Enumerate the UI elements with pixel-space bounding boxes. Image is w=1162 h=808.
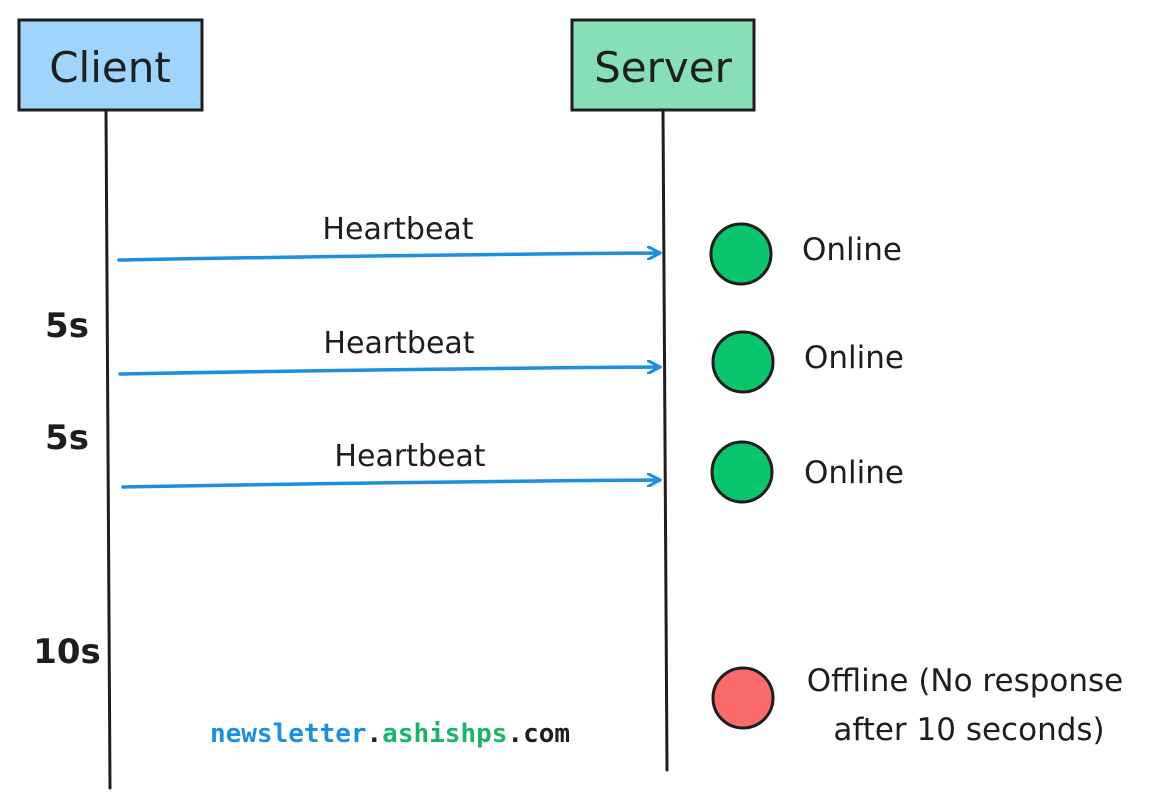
status-online: Online (711, 330, 904, 394)
footer-url: newsletter.ashishps.com (210, 719, 570, 749)
client-label: Client (49, 43, 171, 92)
client-actor: Client (17, 18, 204, 112)
footer-part-newsletter: newsletter (210, 719, 367, 749)
status-offline: Offline (No response after 10 seconds) (711, 663, 1123, 748)
online-status-dot (711, 330, 775, 394)
server-actor: Server (570, 18, 756, 112)
status-label-line2: after 10 seconds) (833, 712, 1104, 748)
message-arrow (117, 253, 662, 262)
time-label: 5s (45, 306, 89, 346)
footer-part-com: com (523, 719, 570, 749)
status-label-line1: Offline (No response (807, 663, 1123, 699)
server-lifeline (661, 108, 669, 772)
status-online: Online (710, 440, 904, 504)
message-label: Heartbeat (334, 439, 485, 474)
time-label: 5s (45, 418, 89, 458)
time-label: 10s (33, 632, 101, 672)
offline-status-dot (711, 666, 775, 730)
client-box (17, 18, 204, 112)
client-lifeline (104, 108, 112, 790)
status-label: Online (802, 232, 902, 268)
footer-dot: . (367, 719, 383, 749)
server-label: Server (594, 43, 732, 92)
footer-part-ashishps: ashishps (382, 719, 507, 749)
message-label: Heartbeat (322, 212, 473, 247)
message-arrow (118, 367, 662, 376)
message-label: Heartbeat (323, 326, 474, 361)
heartbeat-message: Heartbeat (118, 326, 662, 376)
status-label: Online (804, 455, 904, 491)
heartbeat-message: Heartbeat (121, 439, 662, 489)
heartbeat-message: Heartbeat (117, 212, 662, 262)
status-online: Online (709, 222, 902, 286)
status-label: Online (804, 340, 904, 376)
online-status-dot (710, 440, 774, 504)
server-box (570, 18, 756, 112)
footer-dot: . (507, 719, 523, 749)
online-status-dot (709, 222, 773, 286)
message-arrow (121, 480, 662, 489)
